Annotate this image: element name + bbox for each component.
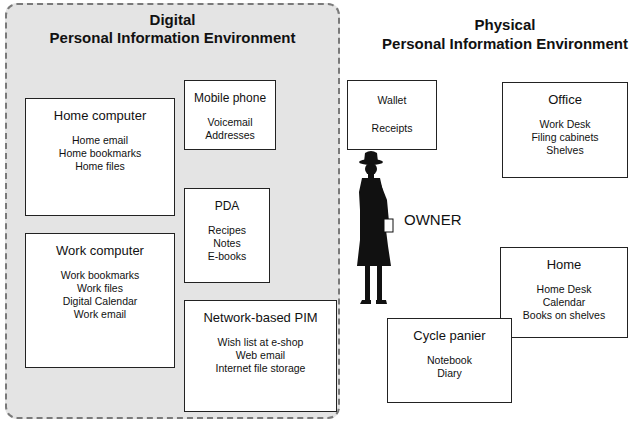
box-item: Receipts xyxy=(372,122,413,135)
box-item: Work bookmarks xyxy=(61,269,140,282)
owner-silhouette xyxy=(357,151,393,304)
box-item: Digital Calendar xyxy=(63,295,138,308)
box-heading: Home computer xyxy=(54,108,146,124)
box-heading: Home xyxy=(547,257,582,273)
digital-region: Home computerHome emailHome bookmarksHom… xyxy=(5,3,340,419)
place-box: WalletReceipts xyxy=(347,80,437,150)
box-heading: Wallet xyxy=(378,92,407,108)
box-item: Home email xyxy=(72,134,128,147)
box-item: Filing cabinets xyxy=(531,131,598,144)
box-item: Shelves xyxy=(546,144,583,157)
box-heading: Mobile phone xyxy=(194,90,266,106)
place-box: Cycle panierNotebookDiary xyxy=(387,318,512,403)
box-item: Calendar xyxy=(543,296,586,309)
place-box: OfficeWork DeskFiling cabinetsShelves xyxy=(502,82,628,178)
box-item: Internet file storage xyxy=(216,362,306,375)
box-item: Addresses xyxy=(205,129,255,142)
device-box: Home computerHome emailHome bookmarksHom… xyxy=(25,98,175,216)
box-item: Home Desk xyxy=(537,283,592,296)
box-item: Home files xyxy=(75,160,125,173)
box-item: Notes xyxy=(213,237,240,250)
box-heading: Work computer xyxy=(56,243,144,259)
device-box: PDA RecipesNotesE-books xyxy=(184,188,270,283)
box-item: Books on shelves xyxy=(523,309,605,322)
box-item: Wish list at e-shop xyxy=(218,336,304,349)
owner-label: OWNER xyxy=(404,211,462,228)
box-heading: Cycle panier xyxy=(413,328,485,344)
box-heading: Office xyxy=(548,92,582,108)
section-title: Physical xyxy=(475,16,536,33)
box-heading: Network-based PIM xyxy=(203,310,317,326)
service-box: Network-based PIM Wish list at e-shopWeb … xyxy=(184,300,337,412)
device-box: Work computerWork bookmarksWork filesDig… xyxy=(25,233,175,368)
box-item: Work Desk xyxy=(539,118,590,131)
box-item: Recipes xyxy=(208,224,246,237)
box-item: Web email xyxy=(236,349,285,362)
box-item: Home bookmarks xyxy=(59,147,141,160)
device-box: Mobile phoneVoicemailAddresses xyxy=(184,80,276,150)
box-heading: PDA xyxy=(215,198,240,214)
region-heading: Personal Information Environment xyxy=(50,29,296,47)
box-item: Notebook xyxy=(427,354,472,367)
place-box: HomeHome DeskCalendarBooks on shelves xyxy=(500,247,628,338)
box-item: Diary xyxy=(437,367,462,380)
box-item: E-books xyxy=(208,250,247,263)
section-title: Personal Information Environment xyxy=(382,35,628,52)
region-heading: Digital xyxy=(150,11,196,29)
box-item: Work files xyxy=(77,282,123,295)
box-item: Work email xyxy=(74,308,126,321)
box-item: Voicemail xyxy=(208,116,253,129)
